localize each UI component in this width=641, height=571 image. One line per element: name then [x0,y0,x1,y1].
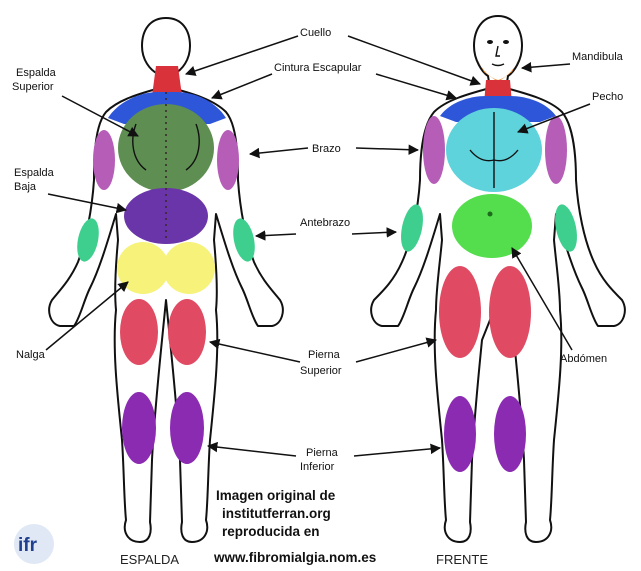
arrow-antebrazo-front [352,232,396,234]
arrow-brazo-back [250,148,308,154]
arrow-pierna-superior-front [356,340,436,362]
label-pecho: Pecho [592,91,623,103]
arrow-brazo-front [356,148,418,150]
arrow-pierna-inferior-front [354,448,440,456]
back-left-arm-zone [93,130,115,190]
front-abdomen-zone [452,194,532,258]
back-right-calf-zone [170,392,204,464]
front-left-arm-zone [423,116,445,184]
back-left-calf-zone [122,392,156,464]
back-figure [49,18,283,542]
arrow-antebrazo-back [256,234,296,236]
back-left-thigh-zone [120,299,158,365]
label-pierna-superior-1: Pierna [308,349,341,361]
label-pierna-inferior-1: Pierna [306,447,339,459]
back-right-thigh-zone [168,299,206,365]
credit-line-1: Imagen original de [216,488,336,503]
arrow-pierna-superior-back [210,342,300,362]
label-pierna-superior-2: Superior [300,365,342,377]
label-espalda-superior-2: Superior [12,81,54,93]
front-right-arm-zone [545,116,567,184]
back-left-buttock-zone [117,242,169,294]
label-espalda-baja-1: Espalda [14,167,55,179]
caption-back: ESPALDA [120,552,179,567]
label-abdomen: Abdómen [560,353,607,365]
front-left-calf-zone [444,396,476,472]
label-pierna-inferior-2: Inferior [300,461,335,473]
label-nalga: Nalga [16,349,46,361]
label-cintura-escapular: Cintura Escapular [274,62,362,74]
arrow-mandibula [522,64,570,68]
label-cuello: Cuello [300,27,331,39]
front-navel [488,212,493,217]
label-espalda-baja-2: Baja [14,181,37,193]
back-right-arm-zone [217,130,239,190]
arrow-pierna-inferior-back [208,446,296,456]
label-espalda-superior-1: Espalda [16,67,57,79]
arrow-cintura-back [212,74,272,98]
credit-line-4: www.fibromialgia.nom.es [213,550,376,565]
front-right-calf-zone [494,396,526,472]
logo-text: ifr [18,535,38,556]
front-right-thigh-zone [489,266,531,358]
front-left-thigh-zone [439,266,481,358]
ifr-logo: ifr [14,524,54,564]
credit-line-3: reproducida en [222,524,320,539]
back-low-back-zone [124,188,208,244]
front-figure [371,16,625,542]
arrow-cuello-front [348,36,480,84]
credit-line-2: institutferran.org [222,506,331,521]
back-right-buttock-zone [163,242,215,294]
label-mandibula: Mandibula [572,51,624,63]
back-neck-zone [152,66,182,96]
arrow-cintura-front [376,74,456,98]
label-antebrazo: Antebrazo [300,217,350,229]
label-brazo: Brazo [312,143,341,155]
credit-block: Imagen original de institutferran.org re… [213,488,376,565]
caption-front: FRENTE [436,552,488,567]
